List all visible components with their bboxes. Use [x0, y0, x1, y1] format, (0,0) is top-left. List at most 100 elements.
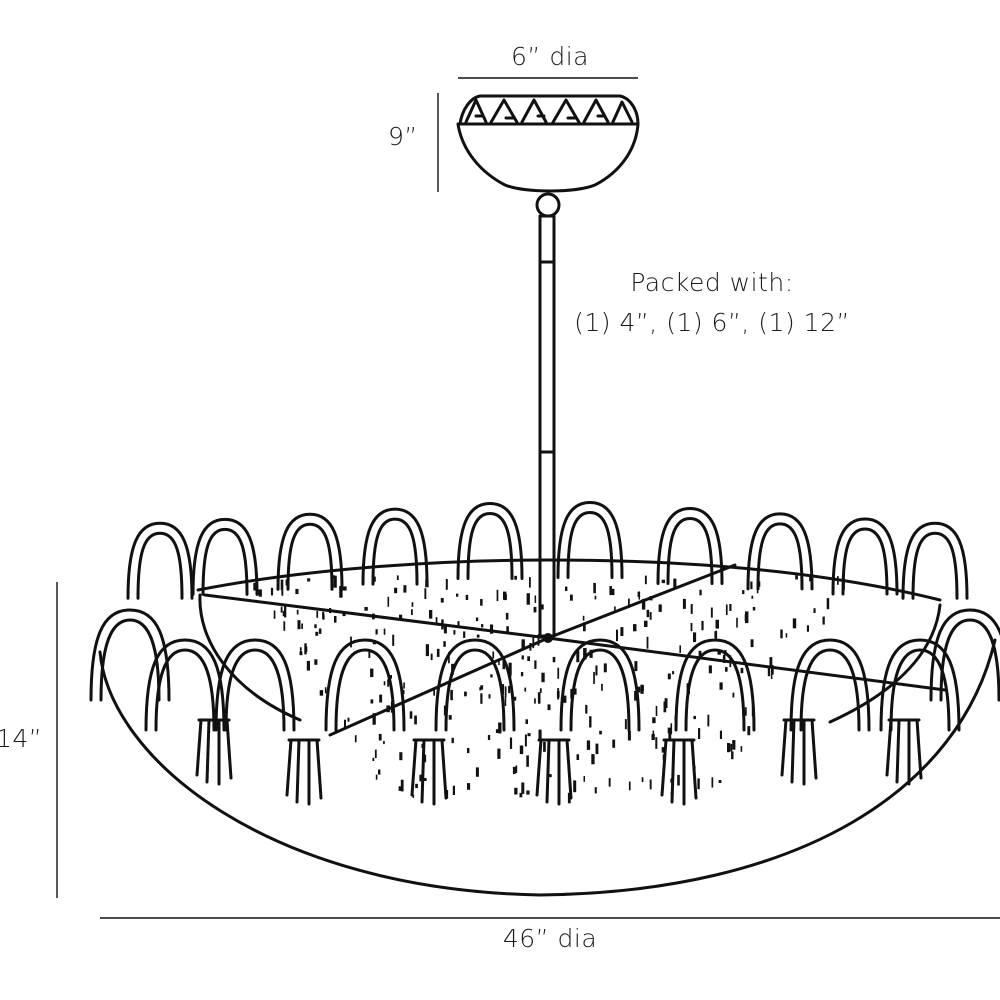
texture-mark [652, 730, 655, 736]
texture-mark [339, 586, 343, 598]
texture-mark [718, 780, 722, 783]
texture-mark [553, 624, 555, 636]
front-loop [89, 608, 171, 702]
texture-mark [296, 609, 299, 615]
texture-mark [641, 777, 644, 783]
front-loop-inner [889, 648, 951, 732]
texture-mark [767, 666, 771, 677]
texture-mark [423, 778, 427, 781]
texture-mark [372, 757, 375, 761]
texture-mark [538, 729, 542, 741]
texture-mark [769, 657, 773, 668]
texture-mark [573, 688, 577, 695]
texture-mark [396, 575, 399, 580]
texture-mark [795, 575, 798, 580]
texture-mark [372, 713, 376, 725]
front-loop [324, 638, 406, 732]
texture-mark [281, 590, 284, 596]
texture-mark [666, 578, 669, 585]
texture-mark [443, 626, 447, 634]
texture-mark [624, 719, 627, 730]
texture-mark [698, 650, 702, 658]
body-diameter-label: 46” dia [502, 924, 598, 953]
texture-mark [398, 786, 401, 791]
texture-mark [772, 665, 774, 675]
texture-mark [476, 634, 480, 638]
texture-mark [537, 692, 541, 704]
back-loop [656, 507, 724, 586]
tassel [780, 718, 818, 786]
texture-mark [634, 691, 638, 701]
texture-mark [594, 595, 597, 600]
back-loop [276, 512, 344, 591]
texture-mark [595, 665, 598, 676]
texture-mark [537, 634, 540, 646]
texture-mark [450, 689, 453, 701]
texture-mark [433, 687, 435, 696]
texture-mark [822, 616, 825, 625]
texture-mark [508, 685, 511, 694]
texture-mark [519, 745, 524, 755]
front-loop [674, 638, 756, 732]
texture-mark [567, 792, 571, 804]
texture-mark [509, 737, 513, 749]
texture-mark [258, 589, 262, 597]
texture-mark [344, 719, 346, 730]
back-loop-inner [666, 517, 714, 586]
texture-mark [677, 774, 680, 786]
texture-mark [280, 579, 284, 591]
texture-mark [375, 629, 378, 635]
texture-mark [283, 621, 286, 631]
texture-mark [364, 607, 368, 611]
texture-mark [634, 661, 638, 672]
texture-mark [370, 699, 374, 704]
texture-mark [740, 667, 744, 674]
texture-mark [425, 579, 429, 588]
texture-mark [719, 730, 722, 739]
texture-mark [297, 620, 301, 630]
texture-mark [611, 588, 615, 596]
texture-mark [731, 751, 734, 760]
texture-mark [582, 615, 585, 621]
front-loop-inner [569, 648, 631, 732]
texture-mark [480, 693, 483, 704]
texture-mark [692, 766, 696, 770]
texture-mark [467, 748, 470, 754]
texture-mark [740, 746, 743, 752]
texture-mark [701, 620, 704, 631]
texture-mark [539, 688, 542, 693]
texture-mark [628, 598, 630, 608]
texture-mark [527, 733, 531, 737]
texture-mark [475, 767, 479, 777]
texture-mark [732, 692, 735, 698]
texture-mark [429, 610, 433, 619]
texture-mark [527, 656, 530, 661]
texture-mark [368, 652, 371, 658]
texture-mark [649, 779, 652, 790]
texture-mark [497, 748, 501, 759]
texture-mark [690, 604, 693, 614]
texture-mark [378, 733, 382, 741]
back-loop-inner [136, 531, 184, 600]
texture-mark [637, 686, 641, 693]
texture-mark [521, 639, 525, 650]
texture-mark [576, 650, 580, 663]
texture-mark [745, 707, 747, 716]
texture-mark [583, 776, 585, 782]
texture-mark [736, 617, 738, 628]
texture-mark [724, 650, 727, 656]
texture-mark [425, 644, 429, 657]
texture-mark [651, 733, 655, 740]
texture-mark [379, 694, 383, 703]
texture-mark [514, 787, 518, 795]
texture-mark [372, 640, 376, 645]
texture-mark [603, 663, 607, 673]
texture-mark [415, 783, 418, 789]
texture-mark [725, 604, 728, 616]
texture-mark [285, 579, 290, 586]
texture-mark [343, 586, 347, 591]
texture-mark [383, 628, 386, 635]
texture-mark [457, 621, 460, 628]
back-loop [831, 517, 899, 596]
texture-mark [708, 665, 712, 674]
